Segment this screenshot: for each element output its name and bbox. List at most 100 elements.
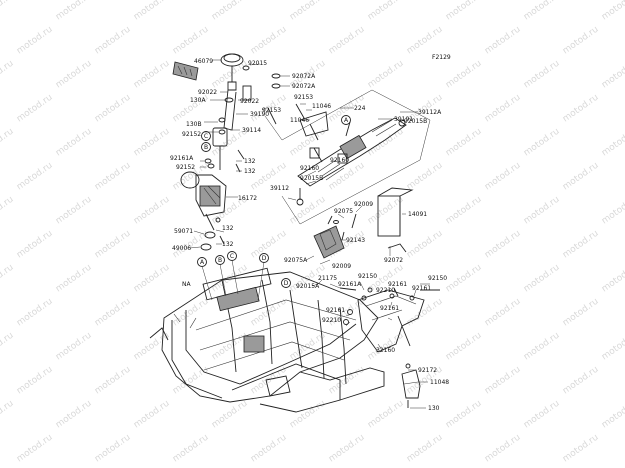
watermark-text: motod.ru [210, 0, 250, 22]
watermark-text: motod.ru [366, 127, 406, 159]
label-132-a: 132 [244, 158, 256, 165]
watermark-text: motod.ru [0, 195, 16, 227]
watermark-text: motod.ru [132, 127, 172, 159]
label-92072a-2: 92072A [292, 83, 316, 90]
label-92150-a: 92150 [358, 273, 377, 280]
watermark-text: motod.ru [0, 127, 16, 159]
label-16172: 16172 [238, 195, 257, 202]
label-92161-e: 92161 [380, 305, 399, 312]
watermark-text: motod.ru [561, 93, 601, 125]
watermark-text: motod.ru [327, 161, 367, 193]
label-92160-a: 92160 [330, 157, 349, 164]
main-frame [149, 267, 385, 413]
label-92015b-2: 92015B [300, 175, 323, 182]
label-21175: 21175 [318, 275, 337, 282]
watermark-text: motod.ru [93, 229, 133, 261]
watermark-text: motod.ru [561, 365, 601, 397]
label-92075a: 92075A [284, 257, 308, 264]
label-130-c: 130 [428, 405, 440, 412]
label-11046-a: 11046 [312, 103, 331, 110]
watermark-text: motod.ru [561, 229, 601, 261]
label-92075: 92075 [334, 208, 353, 215]
label-92022-b: 92022 [240, 98, 259, 105]
label-132-d: 132 [222, 241, 234, 248]
watermark-text: motod.ru [600, 195, 625, 227]
watermark-text: motod.ru [483, 229, 523, 261]
watermark-text: motod.ru [132, 263, 172, 295]
watermark-text: motod.ru [483, 25, 523, 57]
watermark-text: motod.ru [15, 229, 55, 261]
watermark-text: motod.ru [132, 0, 172, 22]
watermark-text: motod.ru [288, 0, 328, 22]
watermark-text: motod.ru [93, 93, 133, 125]
watermark-text: motod.ru [600, 263, 625, 295]
watermark-text: motod.ru [210, 263, 250, 295]
watermark-text: motod.ru [405, 161, 445, 193]
watermark-text: motod.ru [522, 0, 562, 22]
leader-lines [189, 59, 430, 409]
svg-text:D: D [284, 280, 289, 287]
label-130b: 130B [186, 121, 202, 128]
callout-c-frame: C [227, 251, 237, 261]
bracket-11048 [401, 363, 421, 408]
bracket-11046-upper [299, 111, 329, 137]
label-46079: 46079 [194, 58, 213, 65]
label-132-c: 132 [222, 225, 234, 232]
part-labels: 46079 92015 92072A 92072A 92022 130A 920… [170, 58, 449, 412]
watermark-text: motod.ru [405, 297, 445, 329]
callout-b-top: B [201, 142, 211, 152]
svg-text:B: B [204, 144, 208, 151]
callout-d-frame: D [259, 253, 269, 263]
watermark-text: motod.ru [288, 399, 328, 431]
watermark-text: motod.ru [132, 399, 172, 431]
watermark-text: motod.ru [444, 399, 484, 431]
watermark-text: motod.ru [249, 25, 289, 57]
watermark-text: motod.ru [522, 263, 562, 295]
watermark-text: motod.ru [483, 93, 523, 125]
watermark-text: motod.ru [522, 195, 562, 227]
steering-rack-assembly [264, 89, 431, 225]
svg-text:C: C [230, 253, 234, 260]
watermark-text: motod.ru [132, 195, 172, 227]
watermark-text: motod.ru [600, 399, 625, 431]
watermark-text: motod.ru [600, 59, 625, 91]
watermark-text: motod.ru [171, 297, 211, 329]
steering-shaft [223, 89, 237, 131]
watermark-text: motod.ru [522, 127, 562, 159]
label-92072: 92072 [384, 257, 403, 264]
watermark-text: motod.ru [405, 229, 445, 261]
label-132-b: 132 [244, 168, 256, 175]
watermark-text: motod.ru [249, 229, 289, 261]
watermark-text: motod.ru [444, 195, 484, 227]
watermark-text: motod.ru [327, 25, 367, 57]
watermark-text: motod.ru [444, 263, 484, 295]
svg-text:A: A [200, 259, 205, 266]
watermark-text: motod.ru [483, 161, 523, 193]
watermark-text: motod.ru [0, 399, 16, 431]
callout-c-top: C [201, 131, 211, 141]
label-49006: 49006 [172, 245, 191, 252]
watermark-text: motod.ru [405, 25, 445, 57]
watermark-text: motod.ru [522, 59, 562, 91]
watermark-text: motod.ru [15, 365, 55, 397]
watermark-text: motod.ru [522, 331, 562, 363]
column-bracket [242, 85, 252, 101]
watermark-text: motod.ru [444, 127, 484, 159]
label-92015a: 92015A [296, 283, 320, 290]
label-92015b-1: 92015B [404, 118, 427, 125]
watermark-text: motod.ru [366, 0, 406, 22]
watermark-text: motod.ru [15, 93, 55, 125]
label-92161-c: 92161 [412, 285, 431, 292]
label-92072a-1: 92072A [292, 73, 316, 80]
label-92160-b: 92160 [300, 165, 319, 172]
svg-text:C: C [204, 133, 208, 140]
label-92150-b: 92150 [428, 275, 447, 282]
figure-code: F2129 [432, 54, 451, 61]
watermark-text: motod.ru [171, 25, 211, 57]
watermark-text: motod.ru [249, 433, 289, 465]
watermark-text: motod.ru [0, 331, 16, 363]
callout-a-top: A [341, 115, 351, 125]
watermark-text: motod.ru [483, 297, 523, 329]
watermark-text: motod.ru [93, 433, 133, 465]
watermark-text: motod.ru [327, 433, 367, 465]
